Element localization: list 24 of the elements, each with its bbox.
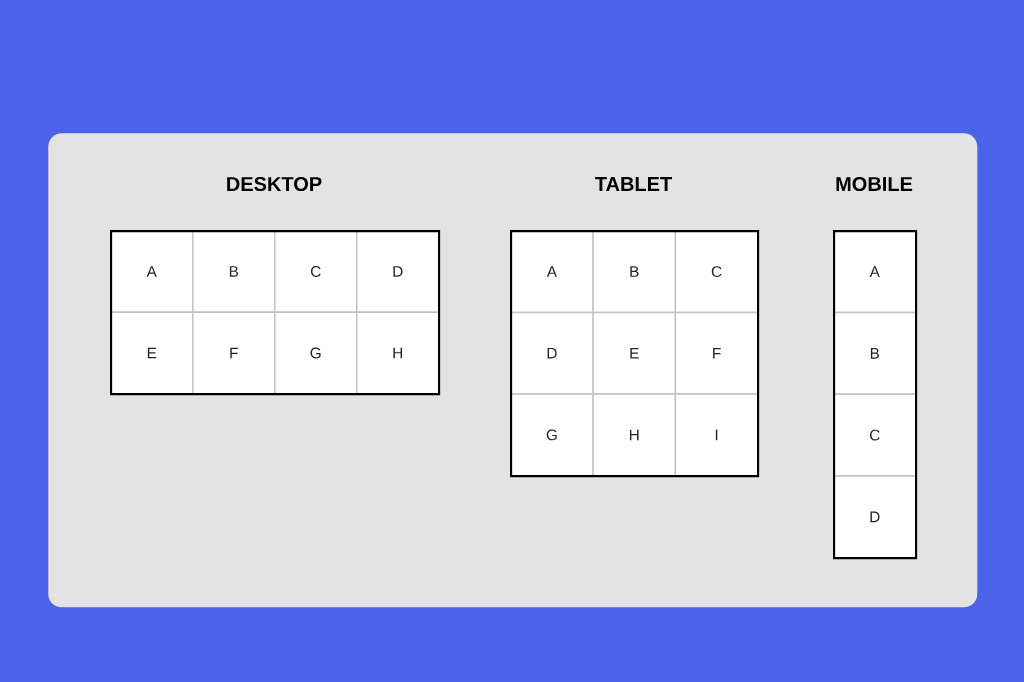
grid-cell: G — [274, 311, 358, 395]
grid-heading: DESKTOP — [227, 176, 322, 192]
grid-cell: C — [674, 230, 759, 314]
grid-cell: C — [274, 230, 358, 313]
grid-cell: A — [833, 230, 917, 314]
grid-cell: B — [192, 230, 276, 313]
grid-cell: D — [833, 475, 917, 559]
grid-heading: MOBILE — [836, 176, 913, 192]
grid-cell: H — [592, 393, 677, 477]
grid-cell: H — [356, 311, 440, 395]
grid-cell: E — [592, 311, 677, 395]
grid-cell: A — [510, 230, 594, 314]
grid-cell: C — [833, 393, 917, 477]
grid-cell: I — [674, 393, 759, 477]
grid-cell: G — [510, 393, 594, 477]
grid-cell: E — [110, 311, 194, 395]
grid-cell: F — [192, 311, 276, 395]
grid-cell: D — [356, 230, 440, 313]
grid-cell: B — [592, 230, 677, 314]
grid-heading: TABLET — [595, 177, 672, 191]
grid-cell: A — [110, 230, 194, 313]
grid-cell: F — [674, 311, 759, 395]
grid-cell: D — [510, 311, 594, 395]
grid-cell: B — [833, 311, 917, 395]
